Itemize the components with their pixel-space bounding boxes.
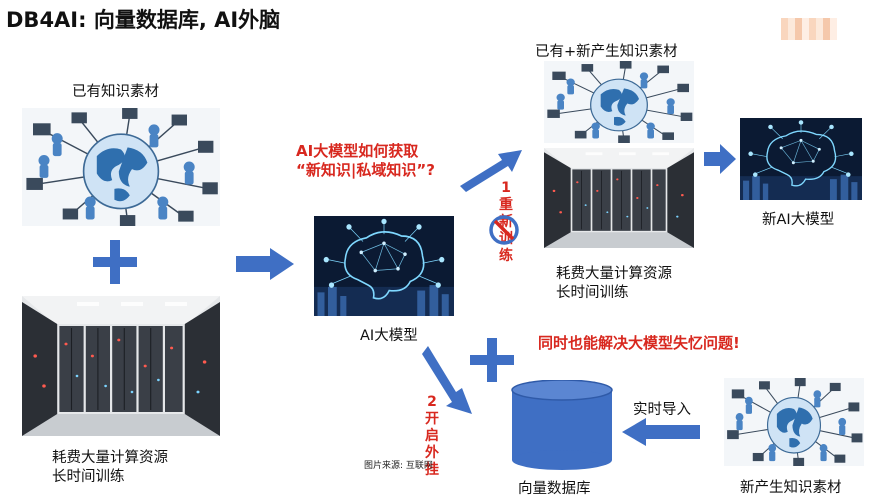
realtime-import-label: 实时导入 — [633, 402, 691, 418]
compute-label-left-line2: 长时间训练 — [52, 469, 125, 485]
knowledge-network-image — [22, 108, 220, 226]
external-char: 2 — [427, 394, 437, 410]
compute-label-left-line1: 耗费大量计算资源 — [52, 450, 168, 466]
server-room-image-middle — [544, 148, 694, 248]
arrow-left-icon — [622, 418, 700, 450]
amnesia-callout: 同时也能解决大模型失忆问题! — [538, 334, 740, 352]
image-source-note: 图片来源: 互联网 — [364, 461, 433, 471]
knowledge-network-image-top — [544, 61, 694, 143]
server-room-image-left — [22, 296, 220, 436]
ai-model-brain-image — [314, 216, 454, 316]
new-knowledge-network-image — [724, 378, 864, 466]
retrain-char: 1 — [501, 180, 511, 196]
ai-model-label: AI大模型 — [360, 328, 418, 344]
vector-database-icon — [510, 379, 614, 476]
compute-label-middle-line1: 耗费大量计算资源 — [556, 266, 672, 282]
plus-icon-right — [470, 338, 514, 386]
watermark-logo — [781, 18, 837, 40]
new-ai-model-label: 新AI大模型 — [762, 212, 835, 228]
arrow-right-icon — [236, 248, 294, 284]
page-title: DB4AI: 向量数据库, AI外脑 — [6, 8, 281, 32]
question-line-2: “新知识|私域知识”? — [296, 161, 435, 179]
existing-material-label: 已有知识素材 — [72, 84, 159, 100]
arrow-right-icon-top — [704, 144, 736, 178]
plus-icon-left — [93, 240, 137, 288]
new-ai-model-brain-image — [740, 118, 862, 200]
external-mount-label: 2 开 启 外 挂 — [424, 394, 440, 479]
external-char: 外 — [425, 445, 439, 461]
no-sign-icon — [488, 214, 520, 250]
new-material-label: 新产生知识素材 — [740, 480, 842, 496]
external-char: 启 — [425, 428, 439, 444]
external-char: 挂 — [425, 462, 439, 478]
compute-label-middle-line2: 长时间训练 — [556, 285, 629, 301]
question-line-1: AI大模型如何获取 — [296, 142, 419, 160]
existing-plus-new-label: 已有+新产生知识素材 — [535, 44, 678, 60]
retrain-char: 练 — [499, 248, 513, 264]
retrain-char: 重 — [499, 197, 513, 213]
external-char: 开 — [425, 411, 439, 427]
arrow-up-right-icon — [458, 146, 524, 196]
vector-database-label: 向量数据库 — [518, 481, 591, 497]
arrow-down-right-icon — [420, 346, 474, 420]
